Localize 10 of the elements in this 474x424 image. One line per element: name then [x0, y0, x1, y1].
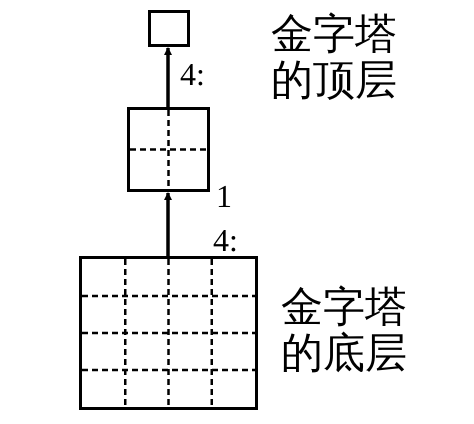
- edge-label: 4:: [180, 58, 205, 90]
- edge-label: 4:: [213, 224, 238, 256]
- grid-box: [148, 10, 190, 47]
- arrow: [164, 192, 172, 256]
- pyramid-caption: 金字塔的底层: [281, 285, 408, 378]
- grid-box: [79, 256, 258, 410]
- pyramid-caption: 金字塔的顶层: [271, 12, 398, 104]
- grid-box: [127, 107, 210, 192]
- arrow: [164, 47, 172, 107]
- ratio-label: 1: [216, 180, 232, 212]
